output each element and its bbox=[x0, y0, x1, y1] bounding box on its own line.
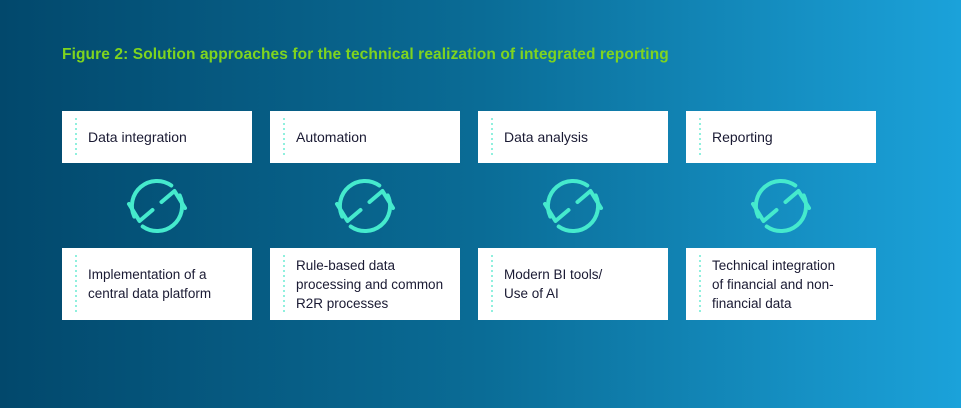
detail-card-text: Modern BI tools/ Use of AI bbox=[504, 267, 603, 301]
dotted-accent-line bbox=[75, 255, 77, 313]
detail-card-text: Implementation of a central data platfor… bbox=[88, 267, 212, 301]
header-card-label: Data analysis bbox=[504, 129, 589, 145]
sync-arrows-icon bbox=[119, 171, 195, 241]
header-card-label: Data integration bbox=[88, 129, 187, 145]
dotted-accent-line bbox=[491, 118, 493, 156]
detail-card-text: Technical integration of financial and n… bbox=[712, 257, 836, 311]
header-card: Reporting bbox=[686, 111, 876, 163]
dotted-accent-line bbox=[75, 118, 77, 156]
dotted-accent-line bbox=[283, 118, 285, 156]
header-card-label: Automation bbox=[296, 129, 367, 145]
detail-card: Modern BI tools/ Use of AI bbox=[478, 248, 668, 320]
sync-arrows-icon bbox=[535, 171, 611, 241]
detail-card: Rule-based data processing and common R2… bbox=[270, 248, 460, 320]
sync-arrows-icon bbox=[743, 171, 819, 241]
figure-title: Figure 2: Solution approaches for the te… bbox=[62, 46, 669, 63]
dotted-accent-line bbox=[699, 118, 701, 156]
header-card: Automation bbox=[270, 111, 460, 163]
dotted-accent-line bbox=[491, 255, 493, 313]
header-card: Data integration bbox=[62, 111, 252, 163]
dotted-accent-line bbox=[699, 255, 701, 313]
header-card-label: Reporting bbox=[712, 129, 773, 145]
detail-card: Implementation of a central data platfor… bbox=[62, 248, 252, 320]
dotted-accent-line bbox=[283, 255, 285, 313]
detail-card-text: Rule-based data processing and common R2… bbox=[296, 257, 444, 311]
sync-arrows-icon bbox=[327, 171, 403, 241]
header-card: Data analysis bbox=[478, 111, 668, 163]
detail-card: Technical integration of financial and n… bbox=[686, 248, 876, 320]
